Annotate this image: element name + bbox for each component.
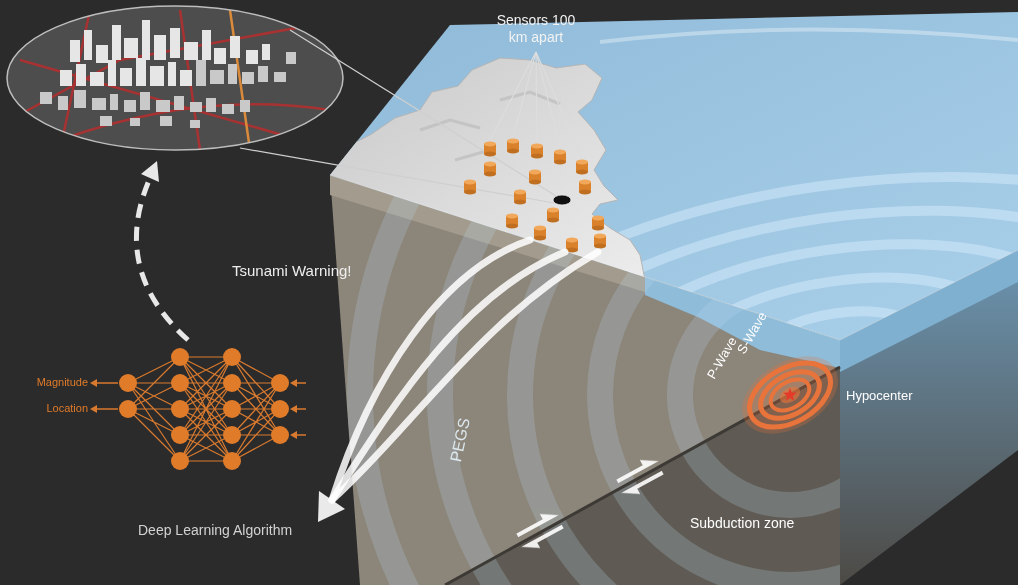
block-top-face (330, 12, 1018, 559)
city-zoom (7, 6, 343, 150)
wave-label: S-Wave (734, 309, 770, 356)
algorithm-label: Deep Learning Algorithm (138, 522, 292, 539)
data-flow-arrows (318, 240, 598, 522)
pegs-label: PEGS (446, 416, 474, 463)
sensor-cylinders (464, 139, 606, 253)
block-front-face (330, 0, 1018, 585)
warning-label: Tsunami Warning! (232, 262, 352, 280)
fault-label: Subduction zone (690, 515, 794, 532)
sensor-label: Sensors 100 km apart (490, 12, 582, 46)
sensor-leaders (490, 52, 582, 158)
warning-arrow (136, 161, 188, 340)
city-marker (553, 195, 571, 205)
output-label: Magnitude (18, 376, 88, 389)
output-label: Location (18, 402, 88, 415)
zoom-lines (240, 30, 556, 203)
wave-label: P-Wave (704, 334, 740, 381)
hypocenter-label: Hypocenter (846, 388, 912, 404)
neural-network (90, 348, 306, 470)
